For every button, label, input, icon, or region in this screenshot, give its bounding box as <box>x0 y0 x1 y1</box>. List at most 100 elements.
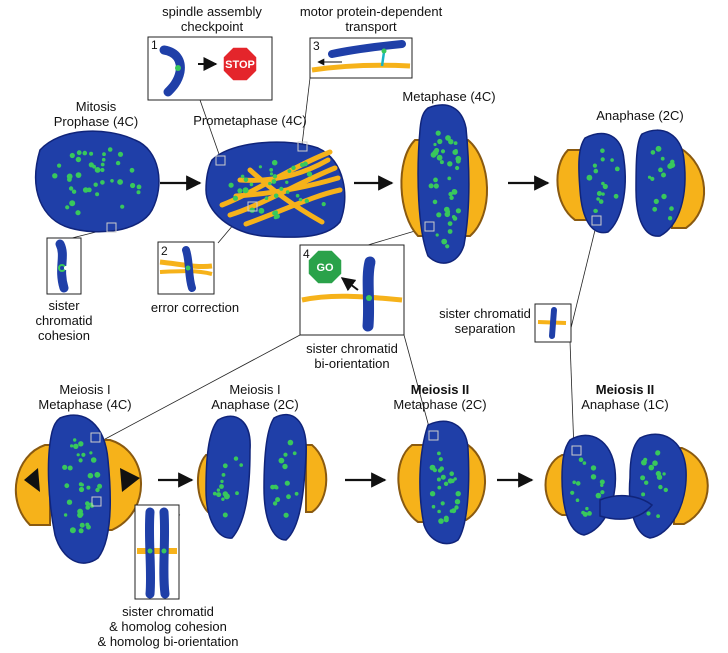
kinetochore-dot <box>596 191 602 196</box>
kinetochore-dot <box>585 506 589 511</box>
kinetochore-dot <box>292 451 297 456</box>
kinetochore-dot <box>610 158 614 162</box>
anaphase-cell <box>556 129 706 237</box>
kinetochore-dot <box>67 465 73 471</box>
kinetochore-dot <box>298 197 303 202</box>
kinetochore-dot <box>648 464 655 471</box>
kinetochore-dot <box>77 512 83 518</box>
kinetochore-dot <box>75 172 82 179</box>
kinetochore-dot <box>79 522 85 528</box>
kinetochore-dot <box>650 150 656 155</box>
label-meiosis2-anaphase: Meiosis II Anaphase (1C) <box>570 382 680 412</box>
kinetochore-dots <box>212 456 243 518</box>
kinetochore-dots <box>228 159 326 220</box>
stop-sign-icon <box>222 46 258 82</box>
label-line: Meiosis I <box>59 382 111 397</box>
kinetochore-dot <box>62 464 68 470</box>
kinetochore-dot <box>69 527 76 534</box>
label-line: Meiosis II <box>595 382 655 397</box>
kinetochore-dot <box>431 504 436 509</box>
meiosis1-anaphase-cell <box>196 413 328 541</box>
inset-sac: STOP <box>147 36 273 101</box>
kinetochore-dot <box>428 183 434 189</box>
kinetochore-dot <box>445 135 451 141</box>
label-line: separation <box>454 321 516 336</box>
kinetochore-dot <box>216 488 221 492</box>
kinetochore-dot <box>117 179 123 185</box>
kinetochore-dot <box>304 198 309 204</box>
kinetochore-dot <box>600 148 605 153</box>
kinetochore-dot <box>656 474 663 480</box>
kinetochore-dot <box>221 473 226 477</box>
kinetochore-dot <box>249 182 254 187</box>
label-line: bi-orientation <box>314 356 390 371</box>
kinetochore-dot <box>101 157 106 162</box>
kinetochore-dot <box>66 499 73 505</box>
kinetochore-dot <box>110 179 114 183</box>
label-line: Prophase (4C) <box>53 114 139 129</box>
kinetochore-dots <box>640 450 668 518</box>
kinetochore-dot <box>650 176 655 181</box>
kinetochore-dot <box>435 130 441 136</box>
kinetochore-dot <box>667 216 673 221</box>
label-line: transport <box>345 19 397 34</box>
inset-number-2: 2 <box>161 244 168 258</box>
kinetochore-dot <box>222 463 228 469</box>
kinetochore-dot <box>582 461 587 465</box>
kinetochore-dot <box>102 152 106 157</box>
kinetochore-dot <box>455 155 462 162</box>
kinetochore-dot <box>455 165 460 171</box>
kinetochore-dot <box>438 518 444 524</box>
kinetochore-dot <box>658 484 663 490</box>
inset-biorientation: GO <box>299 244 405 336</box>
kinetochore-dot <box>100 162 105 167</box>
kinetochore-dot <box>95 192 100 197</box>
kinetochore-dot <box>575 498 580 503</box>
kinetochore-dot <box>284 480 290 486</box>
kinetochore-dot <box>578 457 584 463</box>
kinetochore-dot <box>443 481 449 486</box>
kinetochore-dot <box>454 499 461 505</box>
kinetochore-dot <box>437 138 443 145</box>
kinetochore-dot <box>285 190 290 194</box>
kinetochore-dot <box>454 149 458 153</box>
kinetochore-dot <box>216 492 222 498</box>
kinetochore-dot <box>572 480 576 485</box>
stop-sign-text: STOP <box>225 59 255 71</box>
kinetochore-dot <box>240 174 245 179</box>
kinetochore-dot <box>258 207 265 214</box>
kinetochore-dot <box>444 211 451 218</box>
kinetochore-dot <box>242 187 249 194</box>
kinetochore-dot <box>130 182 136 189</box>
kinetochore-dot <box>294 491 299 496</box>
kinetochore-dot <box>95 487 100 493</box>
kinetochore-dot <box>454 505 459 510</box>
label-metaphase: Metaphase (4C) <box>394 89 504 104</box>
meiosis1-metaphase-cell <box>14 414 142 564</box>
kinetochore-dot <box>258 165 262 169</box>
kinetochore-dot <box>274 485 279 490</box>
kinetochore-dot <box>439 466 444 471</box>
kinetochore-dot <box>117 151 124 157</box>
inset-homolog <box>134 504 180 600</box>
go-sign-icon <box>307 249 343 285</box>
kinetochore-dot <box>655 450 661 456</box>
kinetochore-dot <box>73 438 77 442</box>
kinetochore-dot <box>590 474 597 480</box>
kinetochore-dot <box>646 511 651 516</box>
kinetochore-dot <box>220 479 224 484</box>
kinetochore-dot <box>303 161 308 167</box>
inset-cohesion <box>46 237 82 295</box>
kinetochore-dot <box>76 453 80 457</box>
kinetochore-dot <box>107 147 113 152</box>
kinetochore-dot <box>82 187 89 193</box>
kinetochore-dot <box>640 475 646 481</box>
kinetochore-dot <box>71 154 75 158</box>
kinetochore-dot <box>129 167 135 173</box>
kinetochore-dot <box>661 193 667 200</box>
stage-arrows <box>158 175 550 488</box>
kinetochore-dot <box>78 486 85 493</box>
kinetochore-dot <box>70 444 74 448</box>
kinetochore-dot <box>447 161 453 167</box>
